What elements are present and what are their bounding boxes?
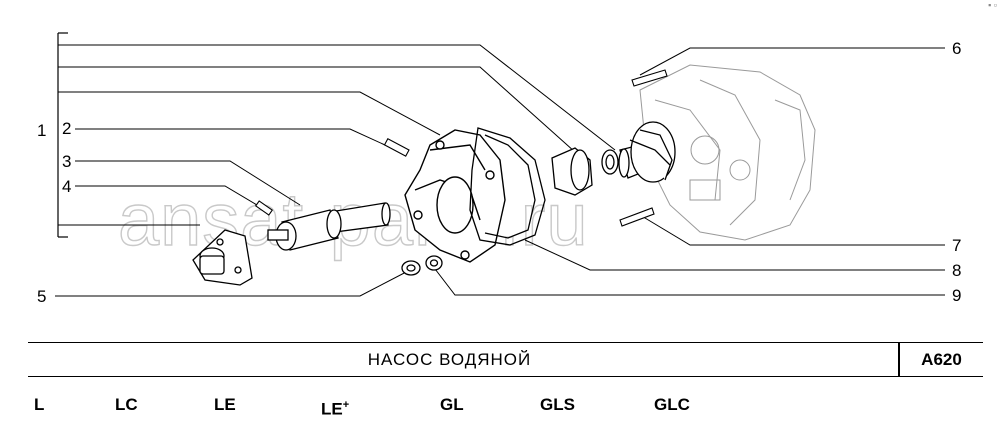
page-title: НАСОС ВОДЯНОЙ — [367, 350, 532, 369]
title-bar: НАСОС ВОДЯНОЙ A620 — [28, 342, 983, 377]
exploded-diagram: ansat-parts.ru — [37, 32, 961, 306]
corner-mark: ▪ ▫ — [988, 0, 997, 10]
impeller — [618, 121, 676, 183]
pump-flange-housing — [192, 229, 253, 286]
variant-l: L — [34, 395, 45, 414]
variant-le: LE — [214, 395, 236, 414]
callout-3: 3 — [62, 152, 71, 171]
stud-2 — [383, 137, 410, 157]
washer-5 — [401, 260, 421, 276]
callout-6: 6 — [952, 39, 961, 58]
plus-mark: + — [342, 399, 350, 411]
variant-le-plus-label: LE — [321, 399, 343, 419]
callout-1: 1 — [37, 121, 46, 140]
gasket — [469, 127, 546, 246]
callout-7: 7 — [952, 236, 961, 255]
variant-glc: GLC — [654, 395, 690, 414]
callout-9: 9 — [952, 286, 961, 305]
variant-gls: GLS — [540, 395, 575, 414]
callout-8: 8 — [952, 261, 961, 280]
title-divider — [898, 343, 900, 376]
pump-body — [404, 129, 506, 263]
variant-gl: GL — [440, 395, 464, 414]
stud-6 — [631, 69, 668, 87]
callout-4: 4 — [62, 177, 71, 196]
variant-row: L LC LE LE+ GL GLS GLC — [0, 392, 1001, 419]
variant-lc: LC — [115, 395, 138, 414]
leader-lines — [55, 44, 945, 297]
stud-7 — [619, 207, 655, 227]
washer-9 — [425, 255, 443, 271]
stud-small — [254, 200, 274, 216]
variant-le-plus: LE+ — [321, 392, 349, 423]
part-group-code: A620 — [921, 350, 962, 369]
callout-2: 2 — [62, 119, 71, 138]
pump-shaft-bearing — [267, 202, 391, 251]
seal-cap — [551, 147, 619, 196]
callout-5: 5 — [37, 287, 46, 306]
